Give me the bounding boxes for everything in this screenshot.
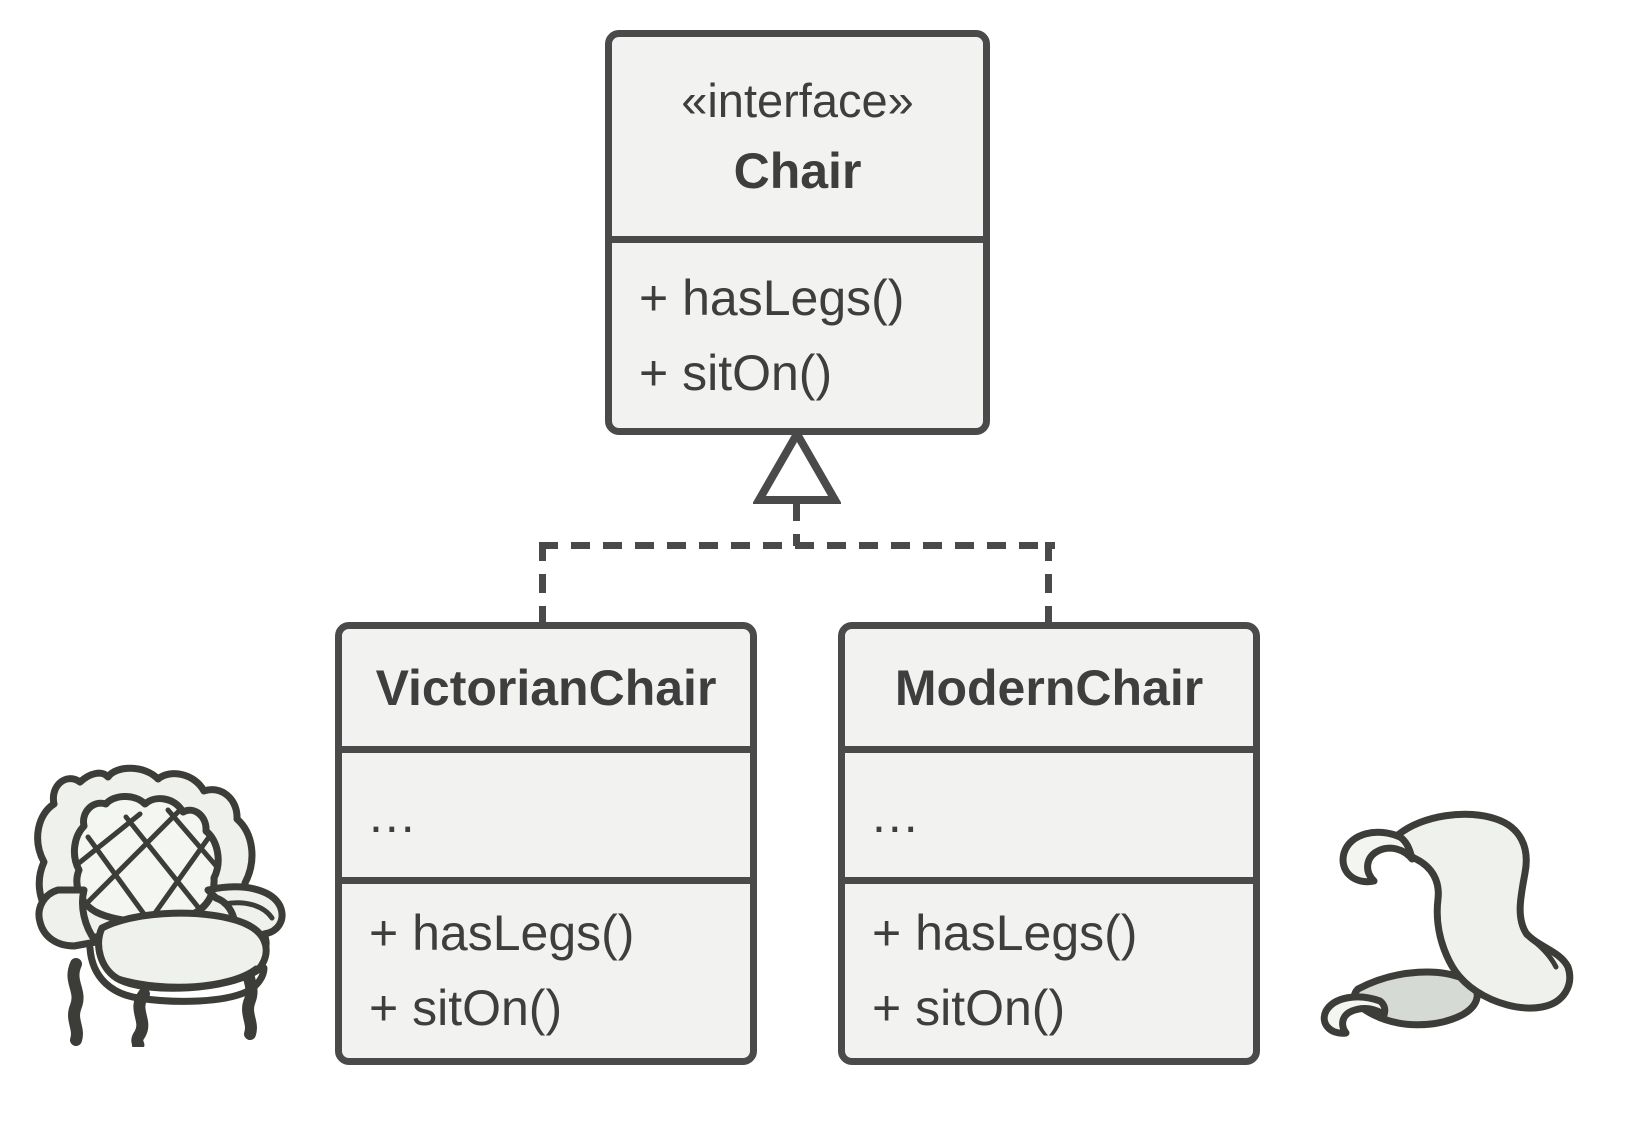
interface-method-haslegs: + hasLegs() [639, 269, 905, 326]
modernchair-class-box: ModernChair ... + hasLegs() + sitOn() [838, 622, 1260, 1065]
modernchair-method-siton: + sitOn() [872, 980, 1066, 1036]
interface-method-siton: + sitOn() [639, 344, 833, 401]
modern-chair-top-curl [1339, 828, 1416, 886]
interface-stereotype: «interface» [681, 74, 914, 127]
modern-chair-icon [1320, 810, 1574, 1037]
victorian-armchair-icon [34, 764, 286, 1047]
realization-line-riser [793, 502, 800, 546]
victorianchair-methods-compartment: + hasLegs() + sitOn() [342, 877, 750, 1058]
interface-title-compartment: «interface» Chair [612, 37, 983, 236]
modernchair-fields-compartment: ... [845, 746, 1253, 877]
hollow-triangle-arrowhead-icon [753, 429, 841, 504]
victorianchair-name: VictorianChair [375, 659, 717, 716]
armchair-left-leg [67, 958, 84, 1046]
armchair-seat-seam [115, 965, 259, 989]
armchair-seat-cushion [95, 909, 270, 992]
realization-line-drop-left [539, 542, 546, 622]
victorianchair-method-siton: + sitOn() [369, 980, 563, 1036]
victorianchair-fields-compartment: ... [342, 746, 750, 877]
modernchair-name: ModernChair [894, 659, 1204, 716]
armchair-tufting-lattice [74, 807, 219, 922]
modern-chair-bottom-curl [1320, 993, 1389, 1037]
modernchair-fields-placeholder: ... [872, 787, 920, 843]
armchair-front-leg [131, 988, 150, 1047]
victorianchair-fields-placeholder: ... [369, 787, 417, 843]
modernchair-methods-compartment: + hasLegs() + sitOn() [845, 877, 1253, 1058]
victorianchair-method-haslegs: + hasLegs() [369, 905, 635, 961]
arrowhead-triangle [753, 429, 841, 504]
interface-name: Chair [733, 143, 862, 199]
victorianchair-title-compartment: VictorianChair [342, 629, 750, 746]
modernchair-title-compartment: ModernChair [845, 629, 1253, 746]
realization-line-drop-right [1045, 542, 1052, 622]
armchair-right-arm-line [221, 900, 275, 921]
interface-chair-box: «interface» Chair + hasLegs() + sitOn() [605, 30, 990, 435]
realization-line-horizontal [539, 542, 1055, 549]
armchair-front-rail [86, 944, 268, 1005]
modern-chair-fold-line [1523, 932, 1559, 970]
armchair-left-arm [35, 886, 100, 950]
interface-methods-compartment: + hasLegs() + sitOn() [612, 236, 983, 428]
modernchair-method-haslegs: + hasLegs() [872, 905, 1138, 961]
modern-chair-body [1394, 810, 1574, 1012]
victorianchair-class-box: VictorianChair ... + hasLegs() + sitOn() [335, 622, 757, 1065]
